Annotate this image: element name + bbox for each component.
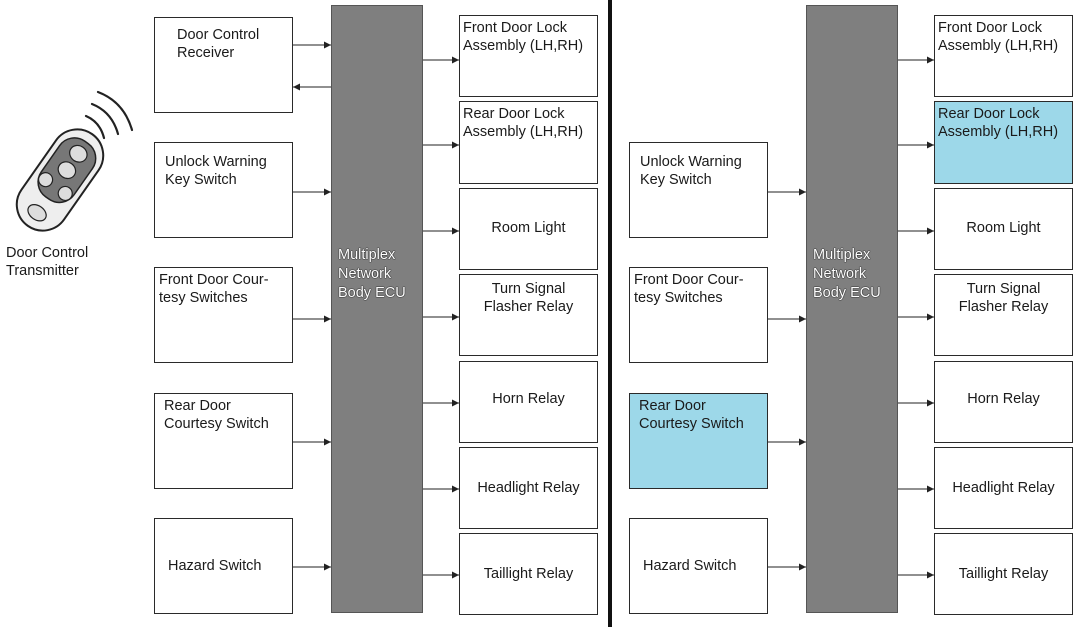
input-box-hazard-switch: Hazard Switch [154,518,293,614]
output-box-rear-door-lock-r: Rear Door Lock Assembly (LH,RH) [934,101,1073,184]
panel-divider [608,0,612,627]
output-label: Turn Signal Flasher Relay [483,281,574,315]
output-box-front-door-lock: Front Door Lock Assembly (LH,RH) [459,15,598,97]
input-box-door-control-receiver: Door Control Receiver [154,17,293,113]
door-control-transmitter-icon [15,90,134,232]
output-box-horn-relay-r: Horn Relay [934,361,1073,443]
output-box-room-light-r: Room Light [934,188,1073,270]
output-label: Headlight Relay [477,480,580,496]
multiplex-network-body-ecu-r: Multiplex Network Body ECU [806,5,898,613]
input-box-hazard-switch-r: Hazard Switch [629,518,768,614]
input-label: Front Door Cour- tesy Switches [634,272,744,306]
input-label: Door Control Receiver [177,27,260,61]
output-label: Horn Relay [492,391,565,407]
output-label: Headlight Relay [952,480,1055,496]
input-box-rear-door-courtesy-switch-r: Rear Door Courtesy Switch [629,393,768,489]
output-box-headlight-relay: Headlight Relay [459,447,598,529]
input-label: Unlock Warning Key Switch [165,154,267,188]
ecu-label: Multiplex Network Body ECU [813,247,881,301]
output-box-front-door-lock-r: Front Door Lock Assembly (LH,RH) [934,15,1073,97]
input-label: Rear Door Courtesy Switch [639,398,744,432]
output-box-taillight-relay: Taillight Relay [459,533,598,615]
transmitter-label: Door Control Transmitter [6,245,89,279]
input-label: Rear Door Courtesy Switch [164,398,269,432]
output-box-taillight-relay-r: Taillight Relay [934,533,1073,615]
output-label: Turn Signal Flasher Relay [958,281,1049,315]
output-label: Taillight Relay [483,566,574,582]
input-box-front-door-courtesy-switches: Front Door Cour- tesy Switches [154,267,293,363]
output-box-rear-door-lock: Rear Door Lock Assembly (LH,RH) [459,101,598,184]
output-box-headlight-relay-r: Headlight Relay [934,447,1073,529]
output-label: Front Door Lock Assembly (LH,RH) [938,20,1059,54]
output-label: Rear Door Lock Assembly (LH,RH) [463,106,584,140]
output-box-room-light: Room Light [459,188,598,270]
output-label: Room Light [491,220,566,236]
output-box-horn-relay: Horn Relay [459,361,598,443]
input-label: Front Door Cour- tesy Switches [159,272,269,306]
input-box-unlock-warning-key-switch-r: Unlock Warning Key Switch [629,142,768,238]
output-label: Room Light [966,220,1041,236]
input-label: Hazard Switch [643,558,737,574]
input-box-rear-door-courtesy-switch: Rear Door Courtesy Switch [154,393,293,489]
ecu-label: Multiplex Network Body ECU [338,247,406,301]
output-label: Horn Relay [967,391,1040,407]
multiplex-network-body-ecu: Multiplex Network Body ECU [331,5,423,613]
output-box-turn-signal-flasher-relay: Turn Signal Flasher Relay [459,274,598,356]
output-label: Taillight Relay [958,566,1049,582]
output-box-turn-signal-flasher-relay-r: Turn Signal Flasher Relay [934,274,1073,356]
output-label: Front Door Lock Assembly (LH,RH) [463,20,584,54]
input-label: Hazard Switch [168,558,262,574]
output-label: Rear Door Lock Assembly (LH,RH) [938,106,1059,140]
input-box-front-door-courtesy-switches-r: Front Door Cour- tesy Switches [629,267,768,363]
input-label: Unlock Warning Key Switch [640,154,742,188]
input-box-unlock-warning-key-switch: Unlock Warning Key Switch [154,142,293,238]
